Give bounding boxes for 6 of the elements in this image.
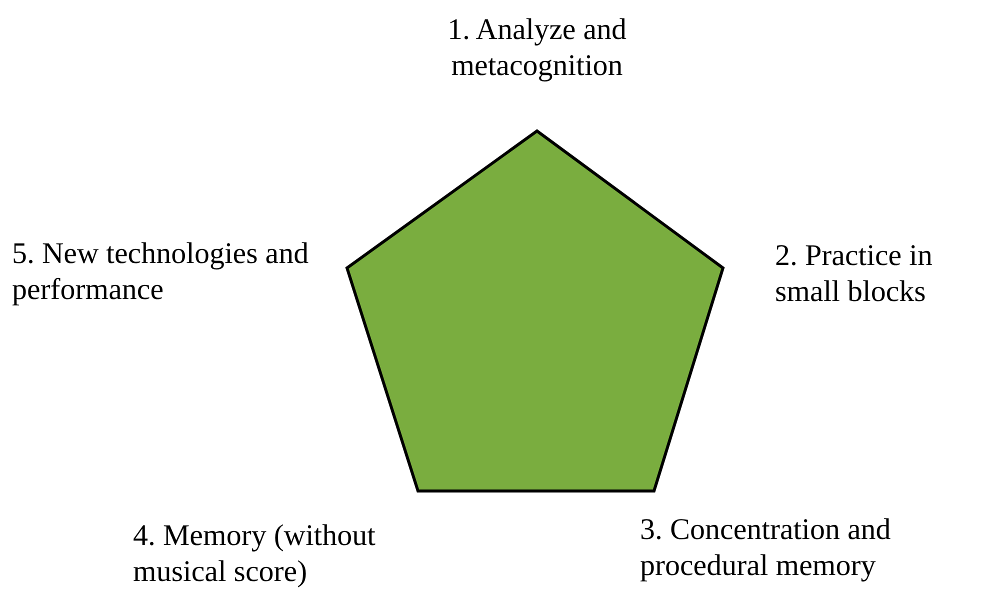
vertex-label: 5. New technologies and performance	[12, 236, 310, 308]
vertex-label: 3. Concentration and procedural memory	[640, 512, 892, 584]
vertex-label: 1. Analyze and metacognition	[446, 12, 628, 84]
pentagon-shape	[345, 129, 725, 492]
vertex-label: 4. Memory (without musical score)	[133, 518, 376, 590]
vertex-label: 2. Practice in small blocks	[775, 238, 934, 310]
